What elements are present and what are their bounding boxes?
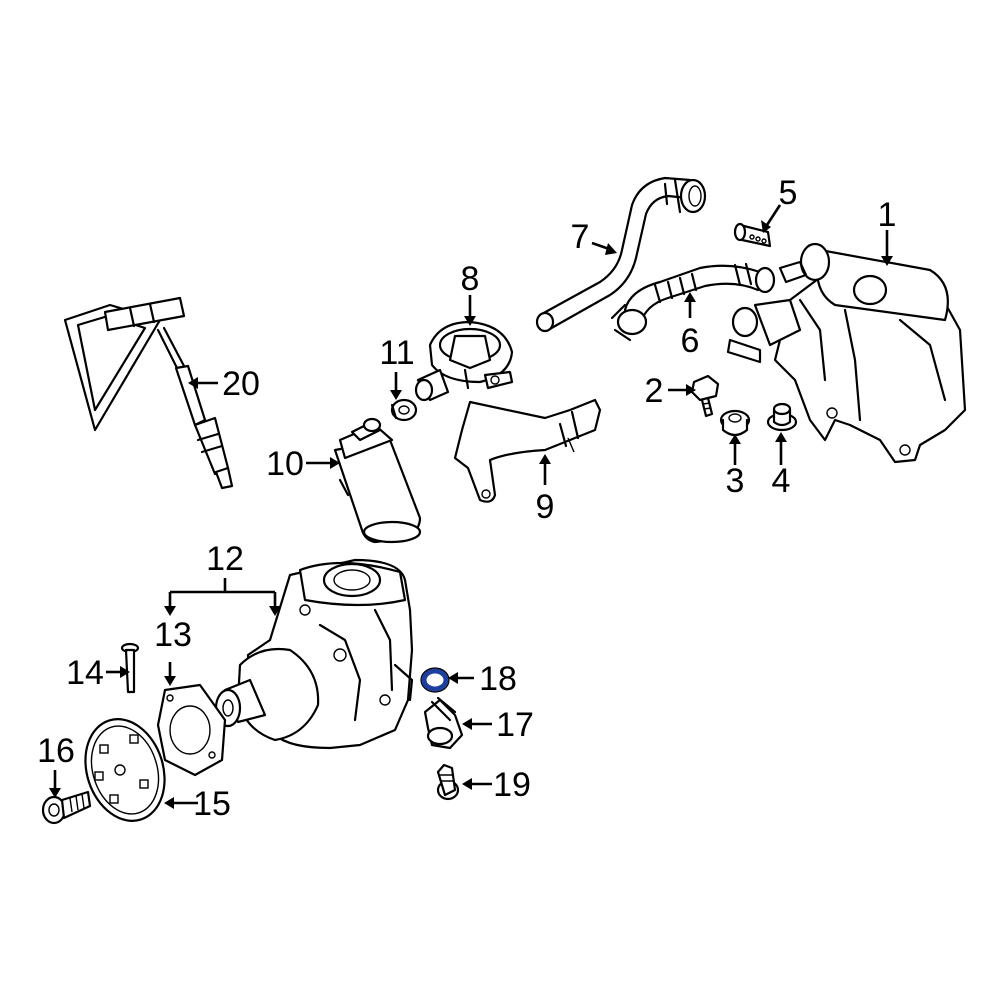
callout-11[interactable]: 11 xyxy=(379,334,414,372)
part-7-pipe[interactable] xyxy=(535,176,707,333)
callout-6[interactable]: 6 xyxy=(681,322,700,360)
callout-19[interactable]: 19 xyxy=(493,766,531,804)
part-1-canister[interactable] xyxy=(726,242,967,464)
part-5-clip[interactable] xyxy=(733,222,772,248)
callout-arrows xyxy=(49,204,893,809)
callout-5[interactable]: 5 xyxy=(779,174,798,212)
callout-20[interactable]: 20 xyxy=(222,365,260,403)
callout-12[interactable]: 12 xyxy=(206,540,244,578)
callout-9[interactable]: 9 xyxy=(536,488,555,526)
part-2-bolt[interactable] xyxy=(690,374,720,418)
part-6-vent-hose[interactable] xyxy=(610,262,776,342)
part-16-bolt[interactable] xyxy=(41,790,92,825)
callout-18[interactable]: 18 xyxy=(479,660,517,698)
part-10-filter[interactable] xyxy=(333,417,422,544)
callout-2[interactable]: 2 xyxy=(645,372,664,410)
part-18-o-ring[interactable] xyxy=(420,667,450,693)
callout-17[interactable]: 17 xyxy=(496,706,534,744)
callout-1[interactable]: 1 xyxy=(878,196,897,234)
part-19-bolt[interactable] xyxy=(436,763,460,801)
part-11-grommet[interactable] xyxy=(390,398,418,422)
part-15-sprocket[interactable] xyxy=(73,709,177,831)
part-13-gasket[interactable] xyxy=(156,683,227,777)
part-3-grommet[interactable] xyxy=(719,409,751,437)
callout-15[interactable]: 15 xyxy=(193,785,231,823)
part-9-bracket[interactable] xyxy=(453,398,602,503)
callout-8[interactable]: 8 xyxy=(461,260,480,298)
callout-13[interactable]: 13 xyxy=(154,616,192,654)
callout-4[interactable]: 4 xyxy=(772,462,791,500)
part-20-oxygen-sensor[interactable] xyxy=(63,296,234,490)
callout-10[interactable]: 10 xyxy=(266,445,304,483)
part-14-pin[interactable] xyxy=(120,642,140,694)
callout-14[interactable]: 14 xyxy=(66,654,104,692)
callout-labels: 1 2 3 4 5 6 7 8 9 10 11 12 13 14 15 16 1… xyxy=(37,174,896,823)
part-8-valve[interactable] xyxy=(414,320,514,402)
callout-16[interactable]: 16 xyxy=(37,732,75,770)
part-4-bushing[interactable] xyxy=(766,402,798,432)
part-12-vacuum-pump[interactable] xyxy=(214,558,414,750)
o-ring-highlight xyxy=(421,668,449,692)
callout-3[interactable]: 3 xyxy=(726,462,745,500)
callout-7[interactable]: 7 xyxy=(571,218,590,256)
part-17-sensor[interactable] xyxy=(423,696,464,750)
